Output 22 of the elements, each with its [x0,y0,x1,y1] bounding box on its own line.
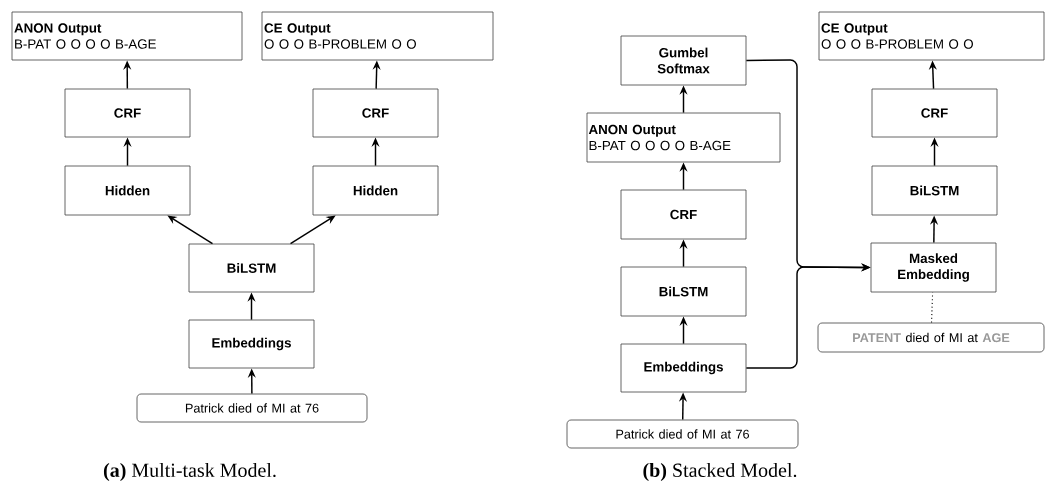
layer-box: Masked Embedding [870,242,997,293]
layer-box: BiLSTM [188,243,315,293]
caption: (a) Multi-task Model. [103,462,276,482]
output-box: ANON Output B-PAT O O O O B-AGE [586,112,781,163]
layer-box: Hidden [64,165,191,216]
layer-box: CRF [312,88,439,138]
layer-box: Embeddings [620,343,747,393]
layer-box: BiLSTM [871,165,998,216]
output-box: CE Output O O O B-PROBLEM O O [818,11,1045,61]
input-text-box: Patrick died of MI at 76 [136,393,368,423]
output-box: CE Output O O O B-PROBLEM O O [261,11,494,61]
layer-box: CRF [64,88,191,138]
dotted-line [931,291,934,324]
input-text-box: PATENT died of MI at AGE [817,322,1045,353]
output-box: ANON Output B-PAT O O O O B-AGE [11,11,243,61]
layer-box: Hidden [312,165,439,216]
layer-box: CRF [620,189,747,240]
layer-box: Gumbel Softmax [620,35,747,86]
input-text-box: Patrick died of MI at 76 [566,419,799,449]
layer-box: Embeddings [188,319,315,369]
layer-box: CRF [871,88,998,138]
layer-box: BiLSTM [620,266,747,317]
